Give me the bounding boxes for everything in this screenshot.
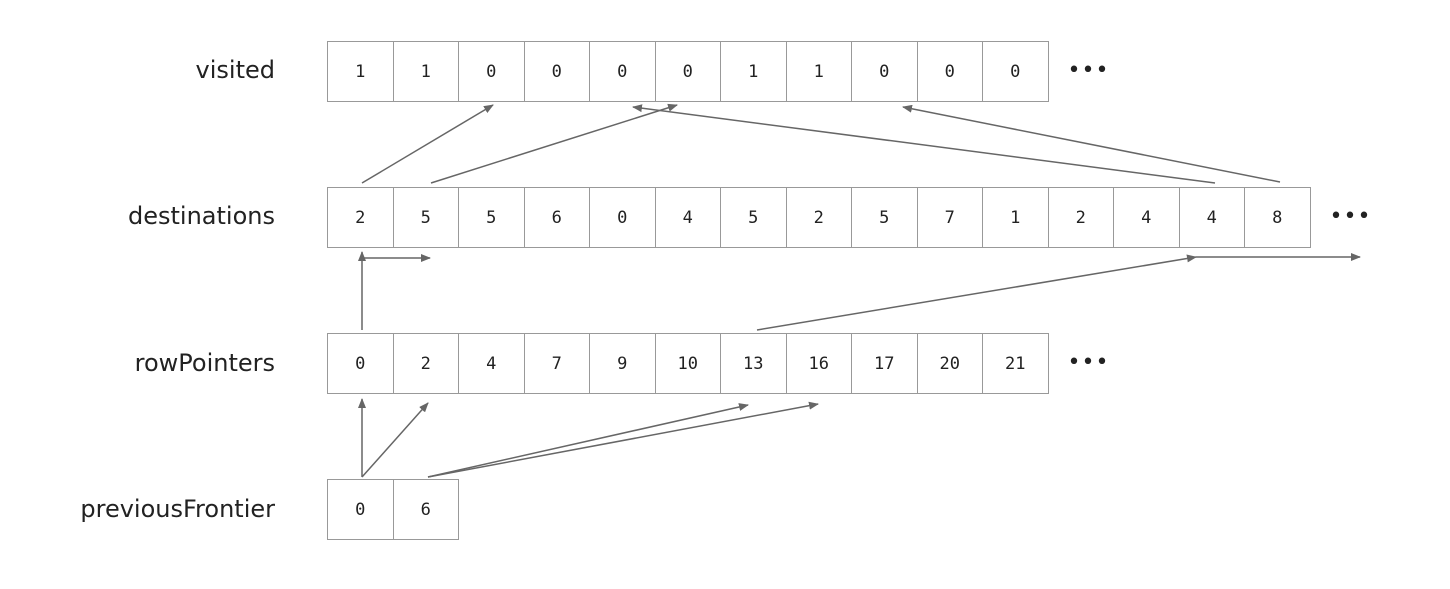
ellipsis-icon: ••• bbox=[1067, 350, 1110, 375]
previousfrontier-cell: 6 bbox=[392, 479, 459, 540]
destinations-cell: 8 bbox=[1244, 187, 1311, 248]
ellipsis-icon: ••• bbox=[1329, 204, 1372, 229]
previousfrontier-label: previousFrontier bbox=[80, 495, 275, 523]
rowpointers-cell: 21 bbox=[982, 333, 1049, 394]
arrow-dest1-to-visited5 bbox=[430, 103, 678, 184]
rowpointers-label: rowPointers bbox=[134, 349, 275, 377]
ellipsis-icon: ••• bbox=[1067, 58, 1110, 83]
arrow-pf0-to-rp1 bbox=[361, 402, 429, 478]
arrow-dest0-to-visited2 bbox=[361, 104, 494, 184]
visited-label: visited bbox=[195, 56, 275, 84]
destinations-label: destinations bbox=[128, 202, 275, 230]
arrow-pf1-to-rp6 bbox=[427, 403, 749, 478]
arrow-rp6-to-dest13 bbox=[756, 254, 1197, 331]
arrow-pf1-to-rp7 bbox=[427, 401, 819, 478]
arrow-dest13-to-visited4 bbox=[632, 104, 1216, 184]
arrow-dest14-to-visited8 bbox=[902, 104, 1281, 183]
visited-cell: 0 bbox=[982, 41, 1049, 102]
